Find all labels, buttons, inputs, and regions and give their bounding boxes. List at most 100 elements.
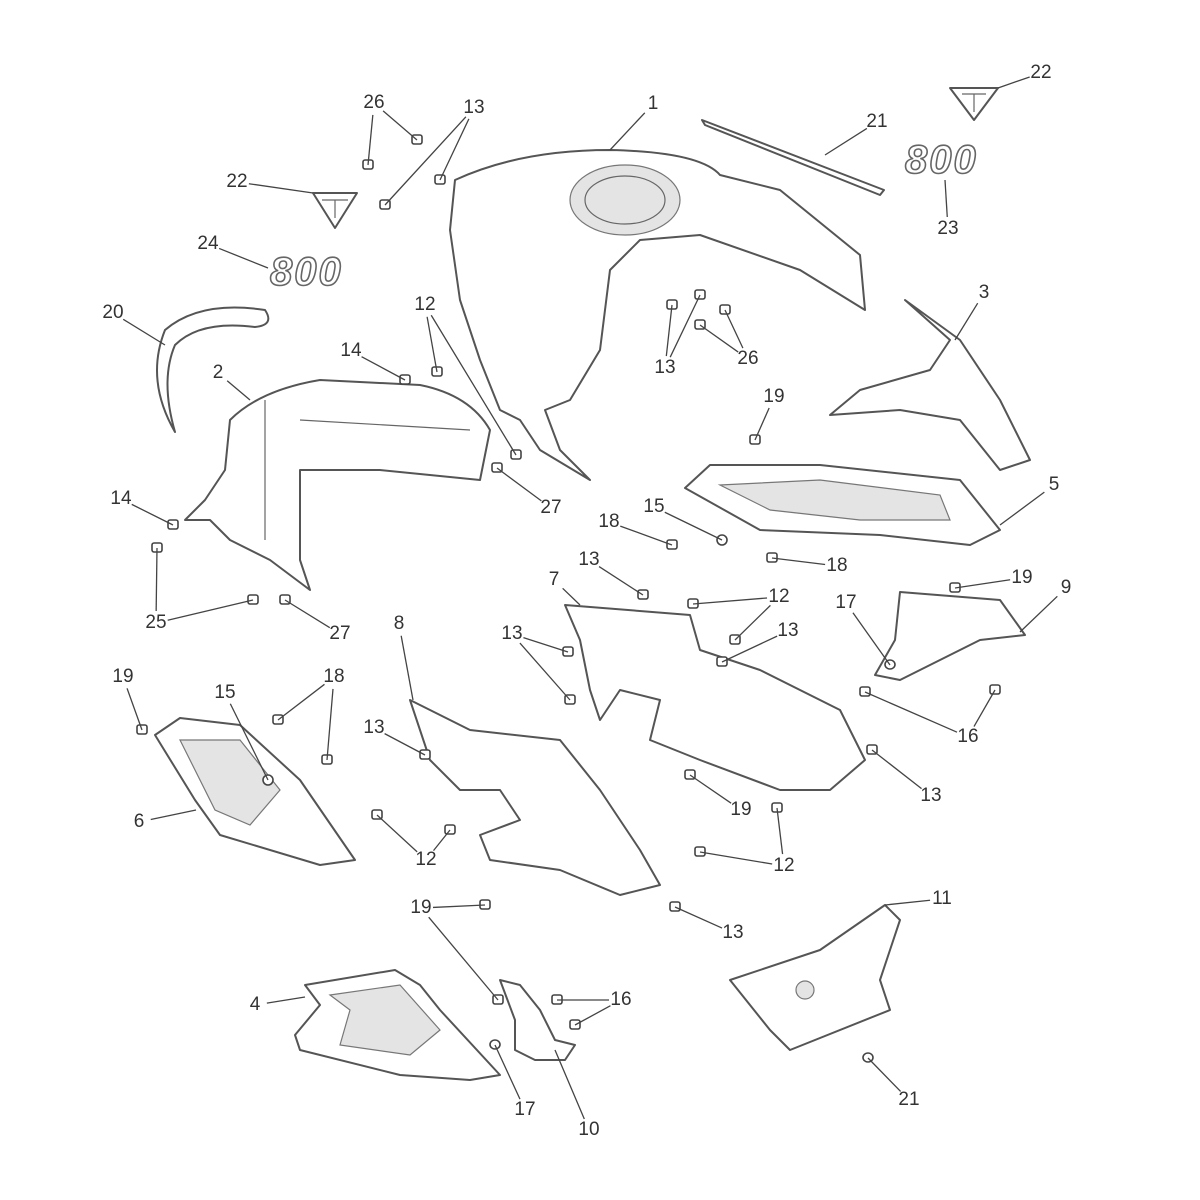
leader-line-12 (432, 829, 451, 852)
callout-label-23: 23 (937, 218, 958, 239)
leader-line-13 (384, 116, 467, 206)
leader-line-23 (944, 179, 948, 218)
callout-label-22: 22 (226, 171, 247, 192)
callout-label-4: 4 (250, 994, 261, 1015)
callout-label-13: 13 (463, 97, 484, 118)
callout-label-17: 17 (514, 1099, 535, 1120)
leader-line-12 (376, 814, 418, 853)
leader-line-18 (277, 683, 325, 721)
part-6-shading (179, 739, 281, 826)
part-8-bracket (409, 699, 661, 896)
leader-line-13 (384, 733, 426, 756)
leader-line-19 (954, 579, 1011, 589)
callout-label-13: 13 (920, 785, 941, 806)
leader-line-19 (432, 904, 486, 909)
leader-line-16 (973, 689, 996, 727)
part-1-fuel-tank (449, 149, 866, 481)
leader-line-19 (689, 774, 732, 804)
callout-label-3: 3 (979, 282, 990, 303)
part-9-bracket (874, 591, 1026, 681)
part-20-seal (156, 306, 270, 433)
leader-line-15 (229, 703, 269, 781)
callout-label-16: 16 (610, 989, 631, 1010)
callout-label-18: 18 (323, 666, 344, 687)
fastener-13 (694, 289, 706, 300)
leader-line-12 (430, 314, 517, 456)
leader-line-27 (284, 599, 331, 629)
callout-label-10: 10 (578, 1119, 599, 1140)
callout-label-22: 22 (1030, 62, 1051, 83)
leader-line-13 (439, 118, 470, 181)
callout-label-1: 1 (648, 93, 659, 114)
leader-line-27 (496, 467, 542, 502)
callout-label-15: 15 (214, 682, 235, 703)
leader-line-22 (997, 76, 1030, 89)
leader-line-25 (167, 599, 254, 621)
leader-line-19 (126, 688, 143, 731)
part-11-heat-shield (729, 904, 901, 1051)
leader-line-14 (131, 503, 174, 526)
callout-label-21: 21 (866, 111, 887, 132)
leader-line-12 (692, 597, 768, 605)
part-22-logo-triangle-left (312, 192, 358, 229)
leader-line-7 (562, 587, 581, 606)
leader-line-21 (867, 1057, 902, 1092)
leader-line-15 (664, 511, 723, 541)
leader-line-22 (248, 183, 314, 194)
callout-label-19: 19 (112, 666, 133, 687)
callout-label-12: 12 (414, 294, 435, 315)
leader-line-3 (954, 302, 979, 341)
leader-line-9 (1019, 595, 1058, 633)
leader-line-26 (724, 309, 744, 349)
leader-line-19 (428, 916, 499, 1001)
leader-line-2 (226, 380, 251, 401)
leader-line-8 (400, 635, 414, 701)
callout-label-9: 9 (1061, 577, 1072, 598)
leader-line-19 (754, 407, 770, 441)
leader-line-13 (598, 565, 644, 596)
leader-line-16 (864, 691, 958, 733)
callout-label-13: 13 (654, 357, 675, 378)
fastener-13 (669, 901, 681, 912)
callout-label-2: 2 (213, 362, 224, 383)
leader-line-12 (426, 316, 438, 373)
fastener-18 (766, 552, 778, 563)
callout-label-19: 19 (763, 386, 784, 407)
callout-label-13: 13 (501, 623, 522, 644)
part-4-shading (328, 984, 441, 1056)
callout-label-27: 27 (540, 497, 561, 518)
fastener-17 (489, 1039, 501, 1050)
callout-label-21: 21 (898, 1089, 919, 1110)
leader-line-17 (494, 1044, 521, 1100)
callout-label-20: 20 (102, 302, 123, 323)
fastener-12 (444, 824, 456, 835)
callout-label-5: 5 (1049, 474, 1060, 495)
callout-label-6: 6 (134, 811, 145, 832)
leader-line-18 (326, 688, 334, 761)
part-2-side-panel (184, 379, 491, 591)
leader-line-13 (871, 749, 922, 790)
callout-label-11: 11 (932, 888, 952, 909)
callout-label-25: 25 (145, 612, 166, 633)
callout-label-13: 13 (578, 549, 599, 570)
leader-line-6 (150, 809, 197, 821)
fastener-16 (989, 684, 1001, 695)
callout-label-26: 26 (363, 92, 384, 113)
part-1-cap-ring (584, 175, 666, 225)
part-11-hole (795, 980, 815, 1000)
leader-line-13 (519, 642, 571, 701)
fastener-16 (859, 686, 871, 697)
callout-label-12: 12 (415, 849, 436, 870)
leader-line-12 (776, 807, 784, 855)
leader-line-26 (382, 110, 418, 141)
leader-line-1 (609, 112, 646, 151)
callout-label-14: 14 (110, 488, 132, 509)
callout-label-19: 19 (410, 897, 431, 918)
leader-line-26 (367, 114, 374, 166)
leader-line-12 (699, 851, 773, 865)
leader-line-12 (734, 604, 771, 641)
callout-label-16: 16 (957, 726, 978, 747)
fastener-19 (479, 899, 491, 910)
